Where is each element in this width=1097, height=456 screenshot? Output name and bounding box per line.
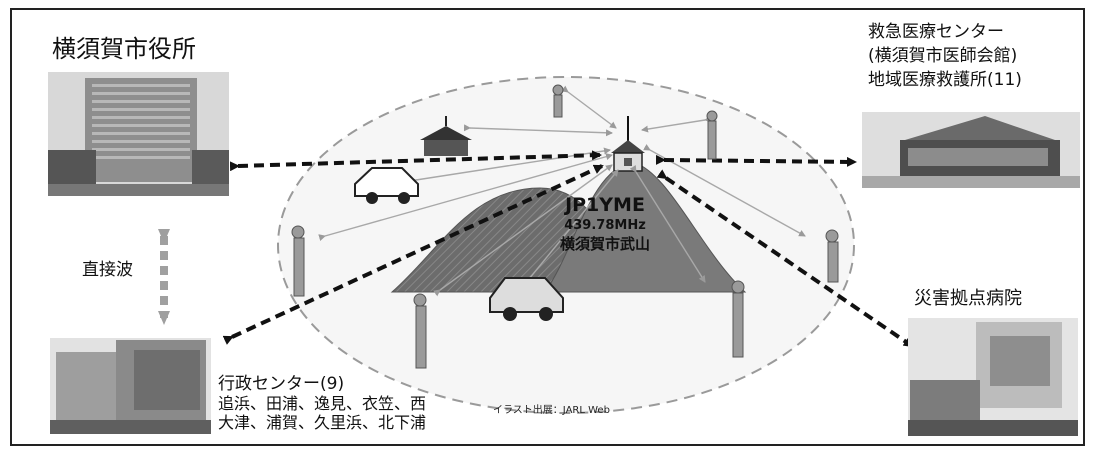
admin-center-line-2: 大津、浦賀、久里浜、北下浦 [218,413,427,432]
disaster-hospital-label: 災害拠点病院 [914,288,1022,309]
admin-center-label: 行政センター(9) 追浜、田浦、逸見、衣笠、西 大津、浦賀、久里浜、北下浦 [218,374,427,433]
city-hall-label: 横須賀市役所 [52,35,196,63]
repeater-callsign: JP1YME [565,194,645,216]
admin-center-title: 行政センター(9) [218,374,345,394]
emergency-center-line-3: 地域医療救護所(11) [868,70,1022,90]
disaster-hospital-photo [908,318,1078,436]
person-icons [291,84,839,369]
emergency-center-line-1: 救急医療センター [868,22,1004,42]
dashed-link-arrows [222,150,914,348]
emergency-center-label: 救急医療センター (横須賀市医師会館) 地域医療救護所(11) [868,20,1022,92]
car-icon [354,167,419,204]
repeater-station-label: JP1YME 439.78MHz 横須賀市武山 [545,194,665,254]
admin-center-photo [50,338,211,434]
car-icon-2 [489,277,564,321]
direct-wave-label: 直接波 [82,260,133,280]
emergency-center-line-2: (横須賀市医師会館) [868,46,1018,66]
city-hall-photo [48,72,229,196]
house-antenna-icon [420,116,472,156]
admin-center-line-1: 追浜、田浦、逸見、衣笠、西 [218,394,427,413]
repeater-frequency: 439.78MHz [564,218,646,233]
repeater-location: 横須賀市武山 [559,235,650,253]
repeater-station-icon [611,116,645,172]
illustration-credit: イラスト出展：JARL Web [493,405,610,416]
emergency-center-photo [862,112,1080,188]
